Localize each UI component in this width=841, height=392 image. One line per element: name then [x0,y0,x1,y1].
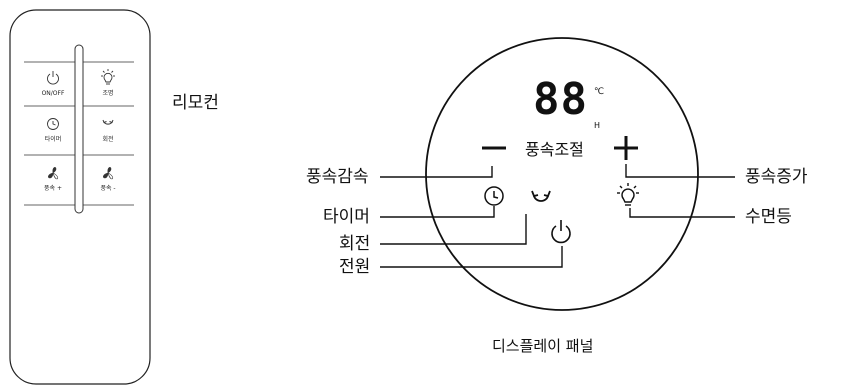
timer-icon[interactable] [47,118,59,130]
light-icon[interactable] [101,69,115,85]
display-unit-celsius: ℃ [594,87,605,97]
callout-sleep-light: 수면등 [745,207,792,227]
remote-label-fan-up: 풍속 + [44,185,62,192]
display-timer-icon[interactable] [484,186,504,206]
display-panel [425,37,699,311]
callout-fan-speed-up: 풍속증가 [745,167,808,187]
remote-center-slot [74,44,84,214]
callout-line-power [380,246,563,268]
remote-label-on-off: ON/OFF [41,90,65,97]
callout-line-fan-down [380,166,493,178]
display-sleep-light-icon[interactable] [617,183,639,206]
display-caption: 디스플레이 패널 [492,337,594,355]
callout-line-timer [380,206,495,218]
callout-line-rotate [380,214,527,245]
callout-fan-speed-down: 풍속감속 [306,167,369,187]
display-center-label: 풍속조절 [525,140,584,159]
callout-rotate: 회전 [339,234,371,254]
remote-title: 리모컨 [172,93,219,113]
callout-lines [380,164,735,268]
callout-line-sleep [629,208,735,218]
display-circle [425,37,699,311]
display-rotate-icon[interactable] [531,190,551,202]
fan-icon[interactable] [103,167,114,180]
callout-power: 전원 [339,257,371,277]
display-digits: 88 [533,74,588,125]
remote-label-fan-down: 풍속 - [100,185,116,192]
rotate-icon[interactable] [102,119,114,125]
power-icon[interactable] [47,71,59,85]
remote-control [9,9,151,385]
remote-label-rotate: 회전 [102,136,114,143]
remote-label-light: 조명 [102,90,114,97]
fan-speed-up-plus-icon[interactable] [614,136,638,160]
fan-icon[interactable] [48,167,59,180]
callout-line-fan-up [625,164,735,178]
remote-label-timer: 타이머 [44,136,62,143]
display-power-icon[interactable] [551,220,571,244]
callout-timer: 타이머 [323,207,370,227]
display-unit-hour: H [594,121,601,130]
